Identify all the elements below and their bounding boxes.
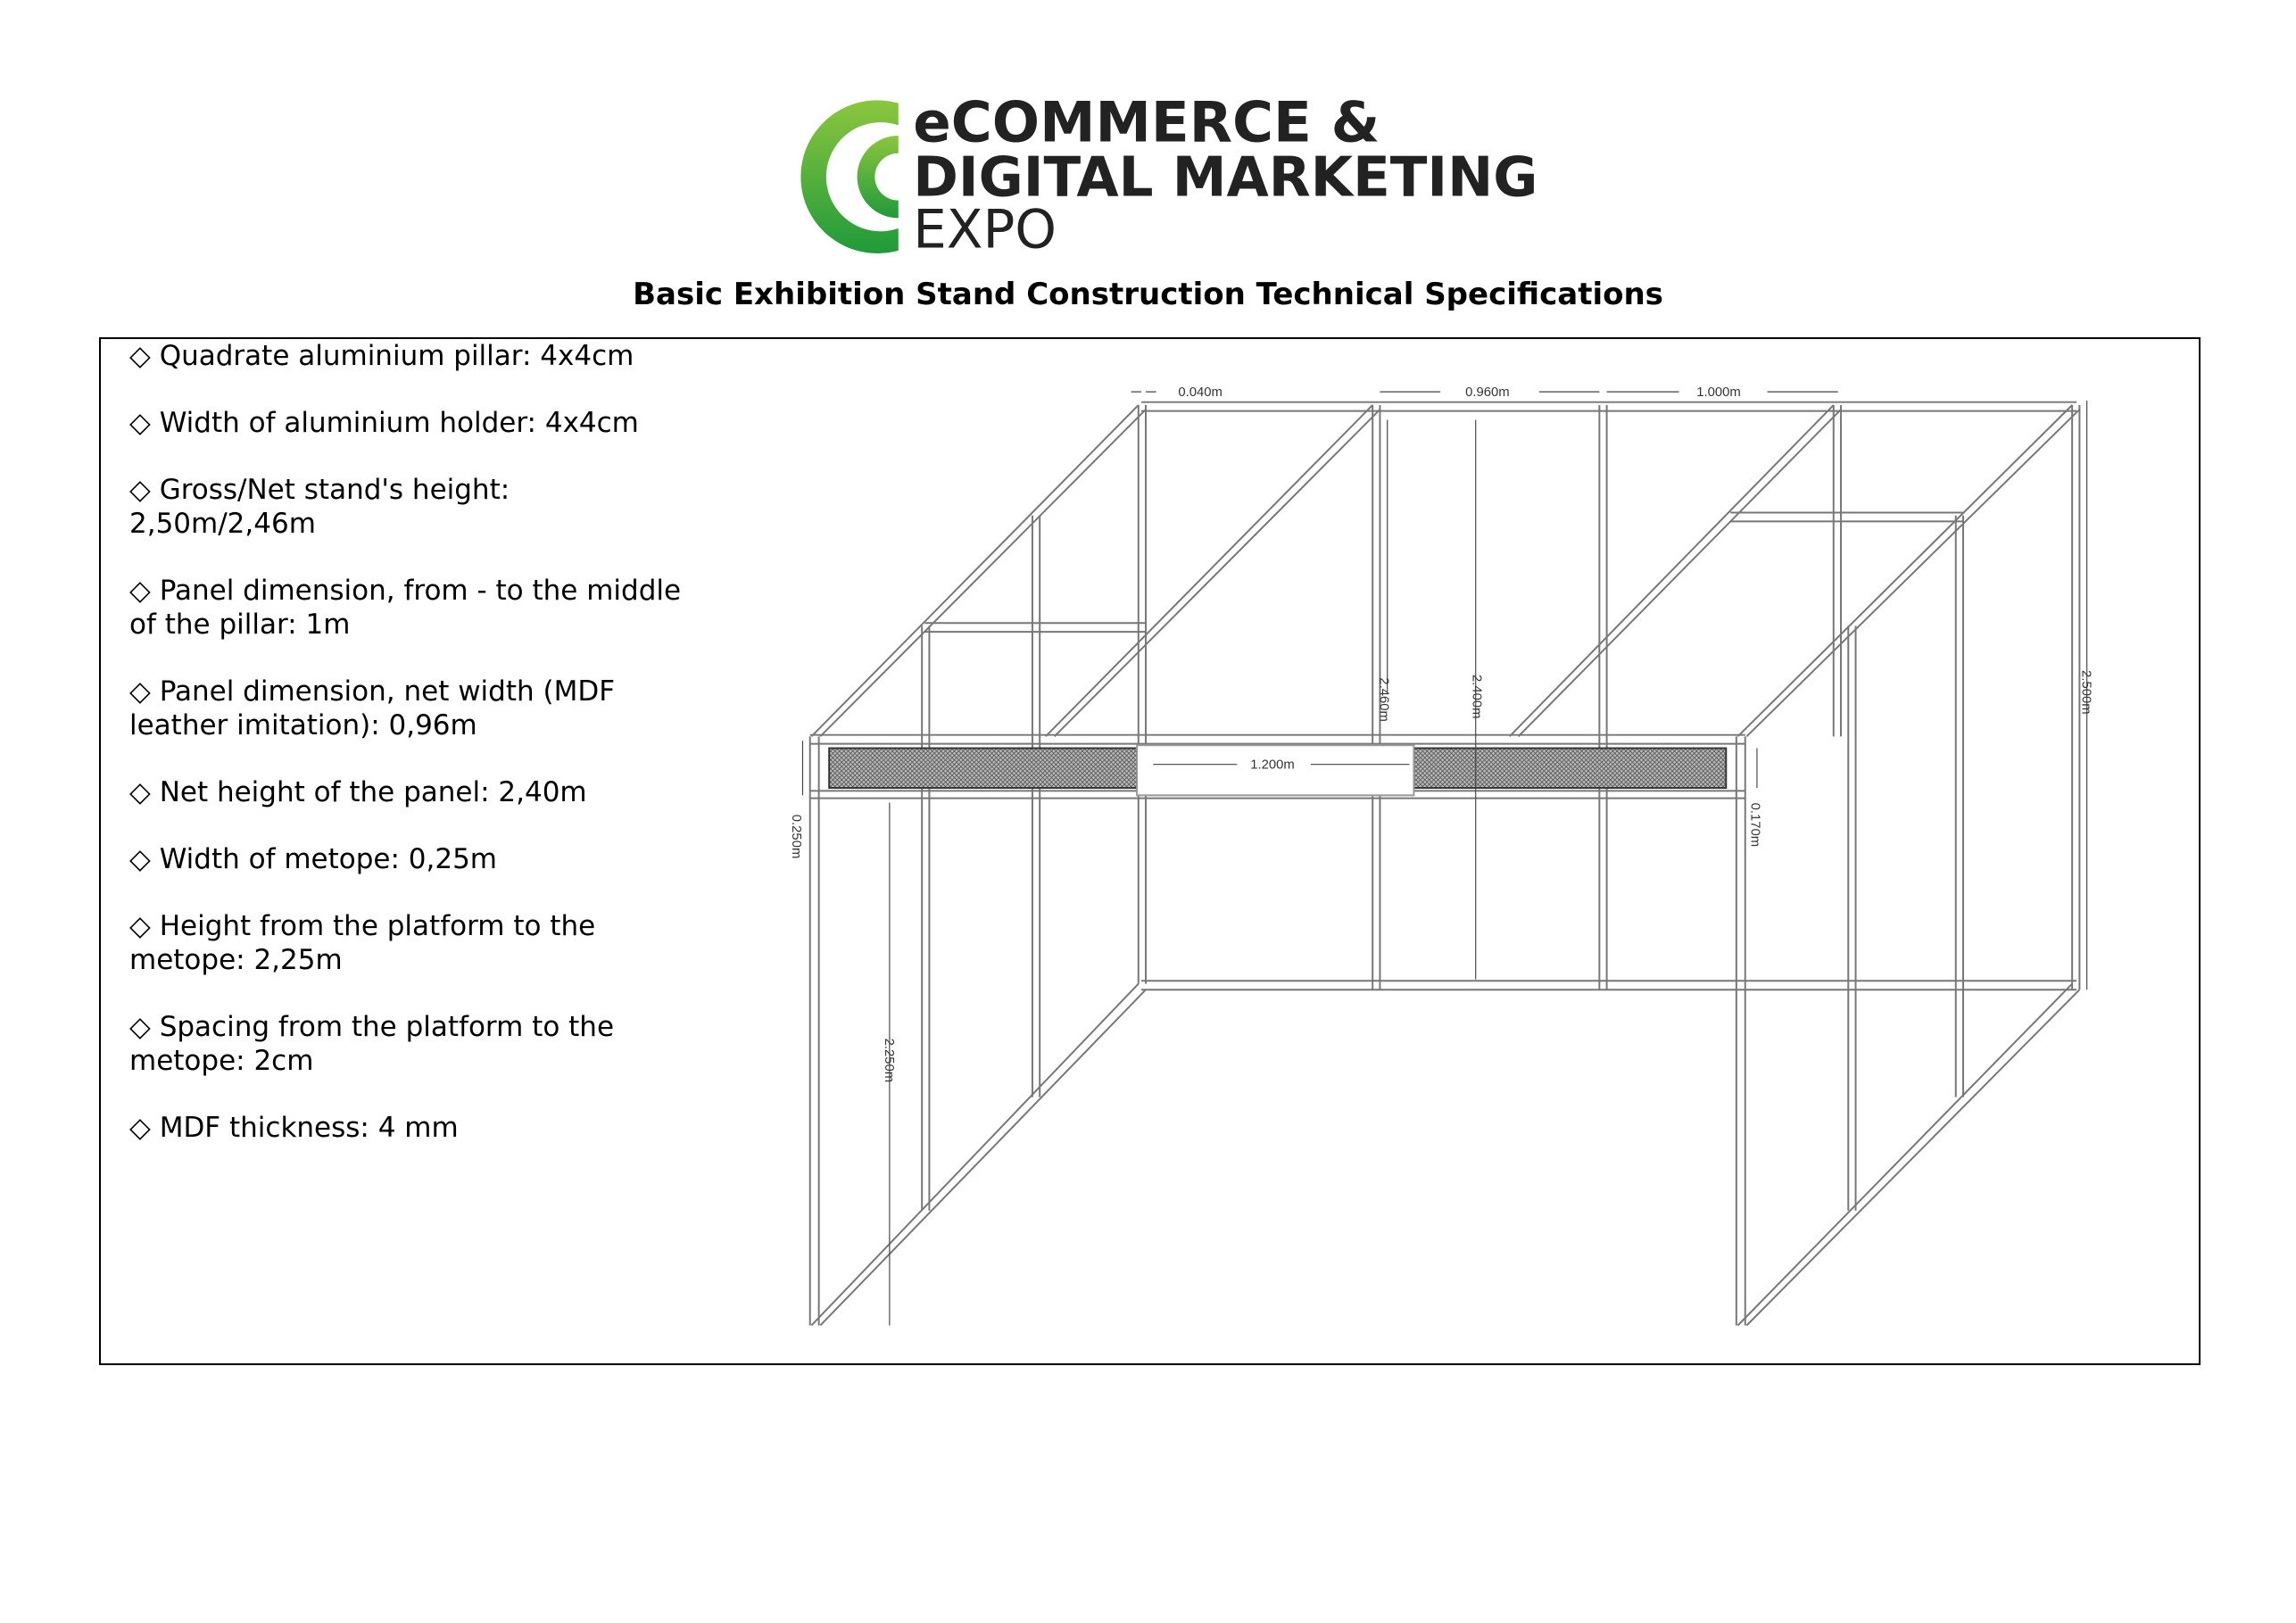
dimension-lines bbox=[801, 391, 2088, 1326]
spec-item: ◇ Net height of the panel: 2,40m bbox=[129, 776, 587, 808]
spec-list: ◇ Quadrate aluminium pillar: 4x4cm ◇ Wid… bbox=[129, 339, 700, 1178]
dim-fascia-panel-height: 0.170m bbox=[1747, 803, 1761, 848]
logo-line2: DIGITAL MARKETING bbox=[913, 146, 1538, 210]
dimension-labels: 0.040m 0.960m 1.000m 1.200m 2.460m 2.400… bbox=[789, 385, 2093, 1082]
dim-panel-width: 1.000m bbox=[1696, 385, 1741, 400]
spec-item: ◇ Spacing from the platform to the metop… bbox=[129, 1011, 615, 1077]
dim-gross-height: 2.500m bbox=[2079, 670, 2093, 715]
logo: eCOMMERCE & DIGITAL MARKETING EXPO bbox=[800, 90, 1538, 261]
dim-metope-width: 0.250m bbox=[789, 815, 803, 859]
dim-fascia-label-width: 1.200m bbox=[1250, 758, 1295, 773]
dim-net-width: 0.960m bbox=[1465, 385, 1510, 400]
logo-line1: eCOMMERCE & bbox=[913, 90, 1380, 155]
dim-panel-height: 2.400m bbox=[1469, 675, 1483, 719]
left-wall bbox=[810, 404, 1381, 1327]
back-wall bbox=[1137, 401, 2081, 991]
logo-line3: EXPO bbox=[913, 199, 1057, 261]
spec-item: ◇ Width of metope: 0,25m bbox=[129, 843, 498, 875]
spec-item: ◇ Panel dimension, net width (MDF leathe… bbox=[129, 675, 616, 741]
stand-drawing bbox=[801, 391, 2088, 1327]
spec-frame bbox=[99, 337, 2201, 1365]
dim-metope-clearance: 2.250m bbox=[882, 1039, 896, 1083]
page-title: Basic Exhibition Stand Construction Tech… bbox=[633, 277, 1663, 312]
logo-mark-icon bbox=[800, 100, 899, 253]
spec-item: ◇ MDF thickness: 4 mm bbox=[129, 1112, 459, 1144]
spec-item: ◇ Quadrate aluminium pillar: 4x4cm bbox=[129, 340, 634, 372]
spec-item: ◇ Width of aluminium holder: 4x4cm bbox=[129, 407, 639, 439]
dim-net-stand-height: 2.460m bbox=[1376, 677, 1390, 722]
spec-item: ◇ Height from the platform to the metope… bbox=[129, 910, 596, 976]
dim-pillar-gap: 0.040m bbox=[1178, 385, 1223, 400]
right-wall bbox=[1508, 404, 2081, 1327]
front-frame bbox=[808, 733, 1746, 1326]
spec-item: ◇ Gross/Net stand's height: 2,50m/2,46m bbox=[129, 474, 510, 540]
spec-item: ◇ Panel dimension, from - to the middle … bbox=[129, 575, 682, 641]
